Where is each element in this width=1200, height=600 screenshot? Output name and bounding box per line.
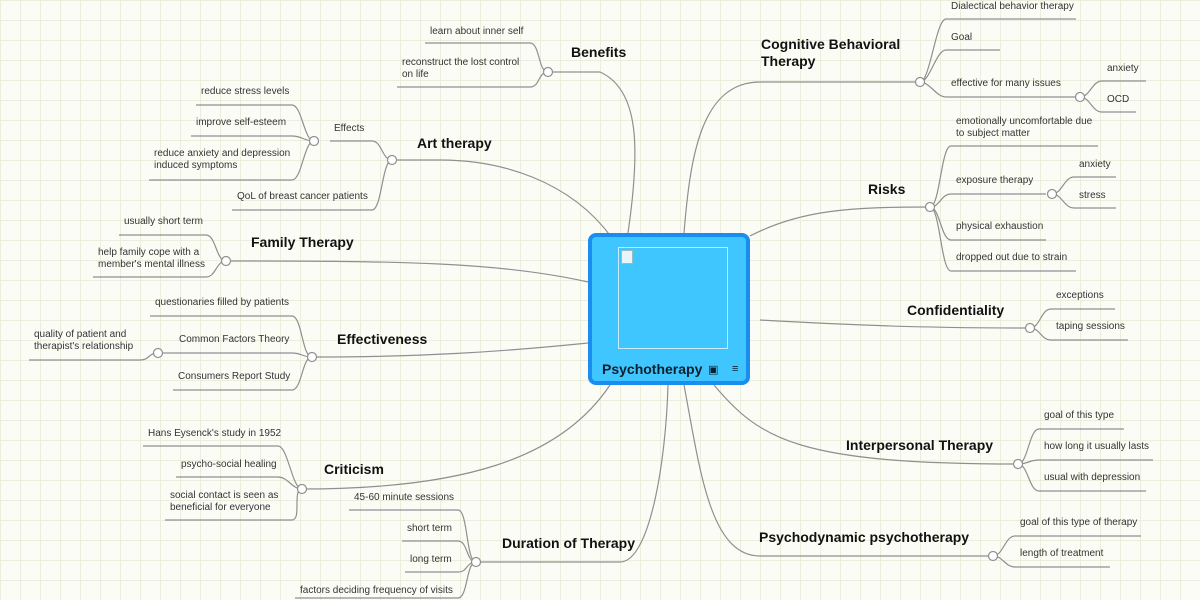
node-effectiveness[interactable]: Effectiveness: [337, 331, 428, 347]
node-long-term[interactable]: long term: [410, 554, 452, 565]
node-dropped-out[interactable]: dropped out due to strain: [956, 252, 1068, 263]
image-icon[interactable]: ▣: [708, 364, 719, 376]
node-length-of-treatment[interactable]: length of treatment: [1020, 548, 1104, 559]
node-cbt[interactable]: Cognitive Behavioral Therapy: [761, 36, 901, 69]
trunk-interpersonal: [713, 384, 1019, 465]
node-stress[interactable]: stress: [1079, 190, 1106, 201]
node-exposure-therapy[interactable]: exposure therapy: [956, 175, 1034, 186]
hub-cbt[interactable]: [914, 76, 926, 88]
trunk-criticism: [301, 384, 611, 490]
node-cbt-anxiety[interactable]: anxiety: [1107, 63, 1139, 74]
hub-effects[interactable]: [308, 135, 320, 147]
hub-effectiveness[interactable]: [306, 351, 318, 363]
node-common-factors-theory[interactable]: Common Factors Theory: [179, 334, 290, 345]
broken-image-icon: [621, 250, 633, 264]
hub-confidentiality[interactable]: [1024, 322, 1036, 334]
node-reduce-anxiety-depression[interactable]: reduce anxiety and depression induced sy…: [154, 148, 291, 171]
node-effective-many-issues[interactable]: effective for many issues: [951, 78, 1061, 89]
node-qol-breast-cancer[interactable]: QoL of breast cancer patients: [237, 191, 368, 202]
node-reconstruct-lost-control[interactable]: reconstruct the lost control on life: [402, 57, 520, 80]
trunk-confidentiality: [759, 319, 1031, 329]
node-learn-about-inner-self[interactable]: learn about inner self: [430, 26, 524, 37]
link-effects: [330, 140, 393, 161]
hub-psychodynamic[interactable]: [987, 550, 999, 562]
hub-exposure[interactable]: [1046, 188, 1058, 200]
trunk-family-therapy: [225, 260, 589, 283]
node-goal[interactable]: Goal: [951, 32, 973, 43]
trunk-art-therapy: [392, 159, 613, 239]
node-usual-with-depression[interactable]: usual with depression: [1044, 472, 1141, 483]
central-topic[interactable]: Psychotherapy ▣ ≡: [588, 233, 750, 385]
node-psychodynamic[interactable]: Psychodynamic psychotherapy: [759, 529, 970, 545]
trunk-effectiveness: [311, 342, 589, 358]
node-social-contact[interactable]: social contact is seen as beneficial for…: [170, 490, 279, 513]
node-short-term[interactable]: short term: [407, 523, 453, 534]
node-taping-sessions[interactable]: taping sessions: [1056, 321, 1125, 332]
node-psycho-social-healing[interactable]: psycho-social healing: [181, 459, 277, 470]
node-improve-self-esteem[interactable]: improve self-esteem: [196, 117, 287, 128]
node-reduce-stress-levels[interactable]: reduce stress levels: [201, 86, 290, 97]
central-image-placeholder: [618, 247, 728, 349]
hub-effective-issues[interactable]: [1074, 91, 1086, 103]
hub-benefits[interactable]: [542, 66, 554, 78]
link-quality-relationship: [29, 352, 159, 361]
node-risks[interactable]: Risks: [868, 181, 906, 197]
node-confidentiality[interactable]: Confidentiality: [907, 302, 1005, 318]
trunk-cbt: [683, 81, 920, 234]
node-help-family-cope[interactable]: help family cope with a member's mental …: [98, 247, 205, 270]
node-duration-of-therapy[interactable]: Duration of Therapy: [502, 535, 636, 551]
hub-criticism[interactable]: [296, 483, 308, 495]
node-interpersonal-therapy[interactable]: Interpersonal Therapy: [846, 437, 994, 453]
node-emotionally-uncomfortable[interactable]: emotionally uncomfortable due to subject…: [956, 116, 1093, 139]
node-risks-anxiety[interactable]: anxiety: [1079, 159, 1111, 170]
central-topic-title: Psychotherapy: [602, 361, 703, 377]
link-common-factors: [174, 352, 313, 358]
node-45-60-minute[interactable]: 45-60 minute sessions: [354, 492, 455, 503]
node-physical-exhaustion[interactable]: physical exhaustion: [956, 221, 1044, 232]
node-family-therapy[interactable]: Family Therapy: [251, 234, 354, 250]
node-questionaries[interactable]: questionaries filled by patients: [155, 297, 289, 308]
node-ocd[interactable]: OCD: [1107, 94, 1130, 105]
node-how-long-lasts[interactable]: how long it usually lasts: [1044, 441, 1150, 452]
trunk-benefits: [548, 71, 636, 234]
node-consumers-report[interactable]: Consumers Report Study: [178, 371, 291, 382]
node-hans-eysenck[interactable]: Hans Eysenck's study in 1952: [148, 428, 282, 439]
hub-interpersonal[interactable]: [1012, 458, 1024, 470]
node-goal-type-therapy[interactable]: goal of this type of therapy: [1020, 517, 1138, 528]
trunk-psychodynamic: [683, 384, 993, 557]
hub-art-therapy[interactable]: [386, 154, 398, 166]
link-exposure: [929, 193, 1046, 208]
trunk-risks: [749, 206, 931, 237]
node-criticism[interactable]: Criticism: [324, 461, 384, 477]
link-psycho-social: [176, 476, 303, 490]
node-dialectical[interactable]: Dialectical behavior therapy: [951, 1, 1074, 12]
link-self-esteem: [191, 135, 315, 142]
node-factors-frequency[interactable]: factors deciding frequency of visits: [300, 585, 453, 596]
trunk-duration: [476, 384, 669, 563]
node-effects[interactable]: Effects: [334, 123, 365, 134]
node-usually-short-term[interactable]: usually short term: [124, 216, 203, 227]
node-goal-of-this-type[interactable]: goal of this type: [1044, 410, 1115, 421]
node-art-therapy[interactable]: Art therapy: [417, 135, 492, 151]
node-exceptions[interactable]: exceptions: [1056, 290, 1104, 301]
notes-icon[interactable]: ≡: [732, 363, 739, 375]
node-quality-relationship[interactable]: quality of patient and therapist's relat…: [34, 329, 134, 352]
link-how-long: [1017, 459, 1153, 465]
hub-risks[interactable]: [924, 201, 936, 213]
hub-family-therapy[interactable]: [220, 255, 232, 267]
hub-common-factors[interactable]: [152, 347, 164, 359]
node-benefits[interactable]: Benefits: [571, 44, 627, 60]
hub-duration[interactable]: [470, 556, 482, 568]
